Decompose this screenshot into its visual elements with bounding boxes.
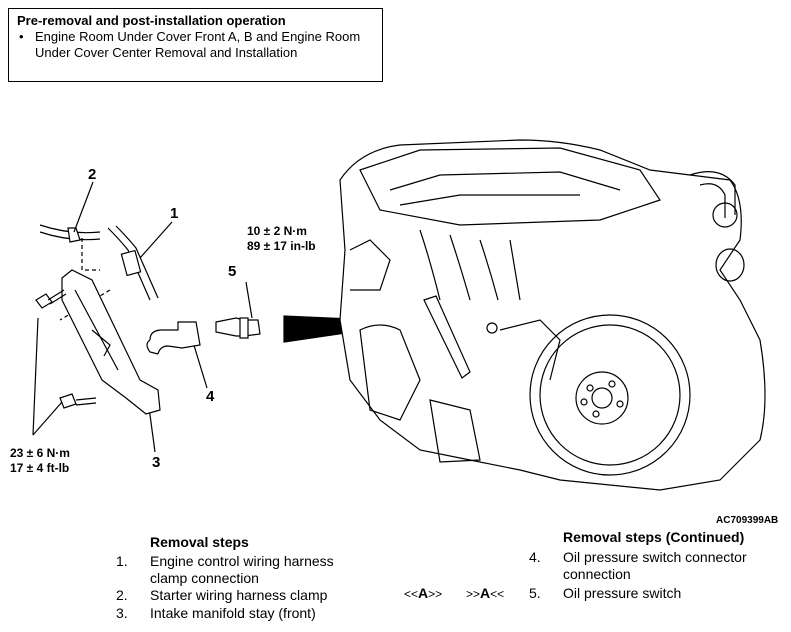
torque-spec-3: 23 ± 6 N·m 17 ± 4 ft-lb (10, 446, 70, 476)
callout-3: 3 (152, 454, 161, 471)
step-text: Oil pressure switch connector connection (563, 549, 747, 583)
note-item-line2: Under Cover Center Removal and Installat… (35, 45, 298, 60)
removal-step-4: 4. Oil pressure switch connector connect… (529, 549, 789, 583)
figure-code: AC709399AB (716, 515, 779, 526)
flywheel (529, 314, 691, 476)
oil-pressure-switch (215, 317, 261, 337)
callout-1: 1 (170, 205, 179, 222)
step-3-text: Intake manifold stay (front) (150, 605, 316, 621)
bullet: • (19, 29, 24, 44)
removal-step-3: 3. Intake manifold stay (front) (116, 605, 396, 622)
torque-3-metric: 23 ± 6 N·m (10, 446, 70, 460)
note-item-line1: Engine Room Under Cover Front A, B and E… (35, 29, 361, 44)
step-number: 2. (116, 587, 128, 603)
step-number: 3. (116, 605, 128, 621)
removal-steps-heading: Removal steps (150, 534, 249, 550)
torque-5-imperial: 89 ± 17 in-lb (247, 239, 316, 253)
bolt-lower (59, 393, 77, 409)
step-5-text: Oil pressure switch (563, 585, 682, 601)
service-ref-install: >>A<< (466, 585, 505, 601)
step-text: Engine control wiring harness clamp conn… (150, 553, 334, 587)
step-1-line2: clamp connection (150, 570, 259, 586)
removal-steps-continued-heading: Removal steps (Continued) (563, 529, 745, 545)
step-number: 4. (529, 549, 541, 565)
note-item: • Engine Room Under Cover Front A, B and… (17, 29, 374, 61)
step-2-text: Starter wiring harness clamp (150, 587, 328, 603)
callout-4: 4 (206, 388, 215, 405)
bolt-upper (35, 293, 53, 309)
manifold-stay (61, 269, 161, 415)
torque-spec-5: 10 ± 2 N·m 89 ± 17 in-lb (247, 224, 316, 254)
removal-step-1: 1. Engine control wiring harness clamp c… (116, 553, 396, 587)
torque-5-metric: 10 ± 2 N·m (247, 224, 307, 238)
clamp-2 (67, 227, 81, 243)
clamp-1 (120, 249, 142, 277)
connector-4 (149, 321, 201, 355)
pre-removal-note-box: Pre-removal and post-installation operat… (8, 8, 383, 82)
harness-1 (107, 227, 151, 301)
torque-3-imperial: 17 ± 4 ft-lb (10, 461, 70, 475)
removal-step-5: 5. Oil pressure switch (529, 585, 789, 602)
service-ref-removal: <<A>> (404, 585, 443, 601)
step-4-line1: Oil pressure switch connector (563, 549, 747, 565)
removal-step-2: 2. Starter wiring harness clamp (116, 587, 396, 604)
step-1-line1: Engine control wiring harness (150, 553, 334, 569)
note-title: Pre-removal and post-installation operat… (17, 13, 286, 28)
engine-outline (339, 139, 766, 491)
step-number: 1. (116, 553, 128, 569)
callout-2: 2 (88, 166, 97, 183)
callout-5: 5 (228, 263, 237, 280)
step-4-line2: connection (563, 566, 631, 582)
step-number: 5. (529, 585, 541, 601)
